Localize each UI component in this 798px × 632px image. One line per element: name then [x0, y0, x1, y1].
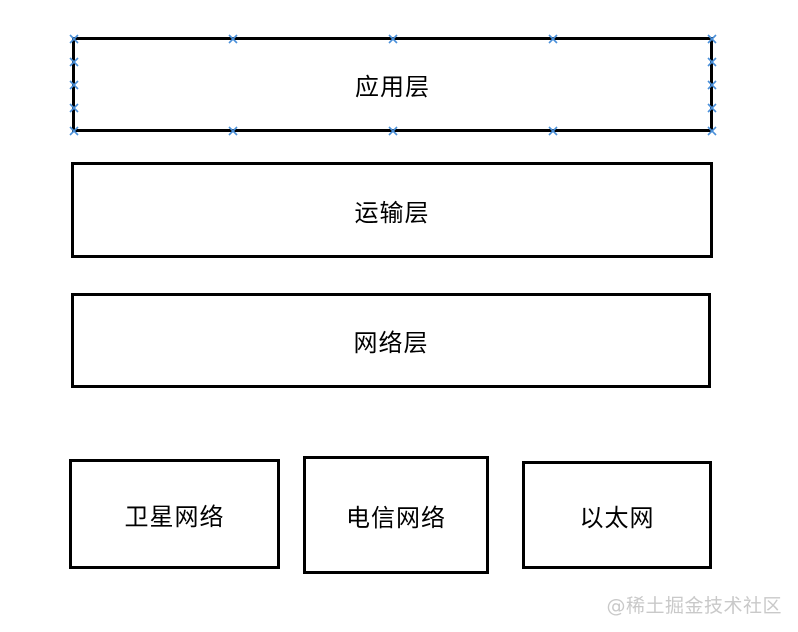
- application-layer-box[interactable]: 应用层: [72, 37, 713, 132]
- transport-layer-box[interactable]: 运输层: [71, 162, 713, 258]
- telecom-network-box[interactable]: 电信网络: [303, 456, 489, 574]
- satellite-network-label: 卫星网络: [124, 502, 225, 531]
- ethernet-label: 以太网: [579, 503, 655, 532]
- network-layer-label: 网络层: [353, 329, 429, 357]
- network-layer-box[interactable]: 网络层: [71, 293, 711, 388]
- transport-layer-label: 运输层: [354, 198, 430, 227]
- ethernet-box[interactable]: 以太网: [522, 461, 712, 569]
- application-layer-label: 应用层: [355, 73, 430, 101]
- satellite-network-box[interactable]: 卫星网络: [69, 459, 280, 569]
- telecom-network-label: 电信网络: [346, 503, 446, 532]
- watermark-text: @稀土掘金技术社区: [606, 595, 782, 617]
